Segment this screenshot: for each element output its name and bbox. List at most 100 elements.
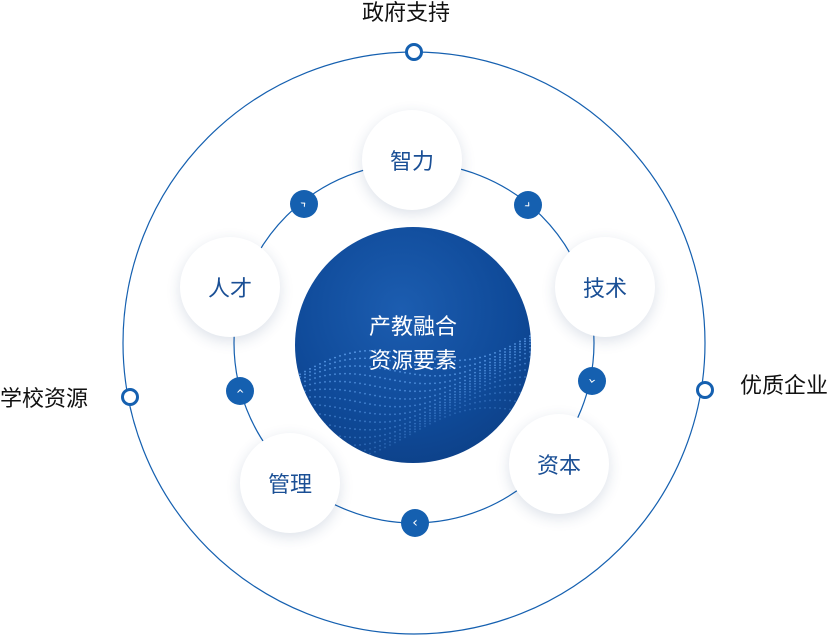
wave-dot [319,370,321,373]
wave-dot [409,398,411,400]
wave-dot [529,343,531,346]
wave-dot [374,349,376,352]
wave-dot [349,427,351,430]
wave-dot [519,369,521,372]
core-label-line1: 产教融合 [368,315,457,340]
wave-dot [334,380,336,383]
wave-dot [529,368,531,371]
wave-dot [309,420,311,423]
wave-dot [329,433,331,436]
wave-dot [484,372,486,375]
wave-dot [384,405,386,408]
wave-dot [509,408,511,411]
wave-dot [494,364,496,367]
wave-dot [334,425,336,427]
wave-dot [514,360,516,363]
wave-dot [414,428,416,431]
wave-dot [414,419,416,422]
wave-dot [399,389,401,392]
wave-dot [344,417,346,420]
wave-dot [519,392,521,394]
wave-dot [509,359,511,362]
wave-dot [389,413,391,416]
wave-dot [309,368,311,370]
wave-dot [454,393,456,396]
wave-dot [334,406,336,409]
wave-dot [304,429,306,431]
wave-dot [314,412,316,415]
wave-dot [464,404,466,407]
marker-left [121,388,139,406]
wave-dot [344,408,346,410]
wave-dot [484,393,486,396]
wave-dot [479,383,481,385]
wave-dot [334,443,336,446]
wave-dot [339,407,341,409]
wave-dot [359,443,361,446]
wave-dot [484,384,486,387]
wave-dot [384,387,386,389]
wave-dot [349,458,351,460]
wave-dot [309,429,311,432]
wave-dot [519,400,521,403]
wave-dot [369,442,371,445]
wave-dot [494,361,496,364]
wave-dot [364,420,366,423]
chevron-icon: › [520,197,536,213]
wave-dot [329,380,331,383]
wave-dot [304,411,306,414]
wave-dot [429,405,431,408]
wave-dot [419,403,421,406]
wave-dot [519,363,521,366]
wave-dot [349,390,351,392]
wave-dot [414,422,416,425]
wave-dot [479,361,481,364]
wave-dot [304,373,306,376]
wave-dot [394,420,396,422]
wave-dot [419,374,421,376]
wave-dot [334,388,336,391]
wave-dot [524,340,526,343]
wave-dot [389,350,391,353]
wave-dot [344,452,346,454]
wave-dot [299,382,301,385]
wave-dot [304,403,306,406]
wave-dot [429,366,431,369]
wave-dot [429,400,431,403]
wave-dot [414,390,416,393]
wave-dot [359,450,361,453]
wave-dot [295,376,296,378]
wave-dot [464,388,466,391]
wave-dot [374,366,376,369]
wave-dot [514,356,516,359]
wave-dot [429,412,431,415]
wave-dot [379,367,381,370]
wave-dot [444,416,446,418]
wave-dot [404,423,406,425]
wave-dot [379,428,381,431]
wave-dot [459,381,461,384]
wave-dot [299,411,301,414]
wave-dot [474,371,476,374]
wave-dot [474,388,476,391]
wave-dot [464,396,466,399]
wave-dot [389,444,391,446]
wave-dot [354,451,356,453]
wave-dot [479,386,481,389]
wave-dot [489,369,491,372]
wave-dot [439,401,441,404]
wave-dot [464,390,466,393]
wave-dot [374,357,376,360]
wave-dot [314,377,316,379]
wave-dot [314,403,316,406]
wave-dot [384,446,386,449]
wave-dot [489,372,491,375]
wave-dot [444,398,446,401]
wave-dot [489,387,491,390]
wave-dot [299,375,301,378]
wave-dot [295,411,296,414]
wave-dot [509,348,511,351]
wave-dot [354,373,356,375]
wave-dot [454,396,456,399]
wave-dot [514,383,516,386]
